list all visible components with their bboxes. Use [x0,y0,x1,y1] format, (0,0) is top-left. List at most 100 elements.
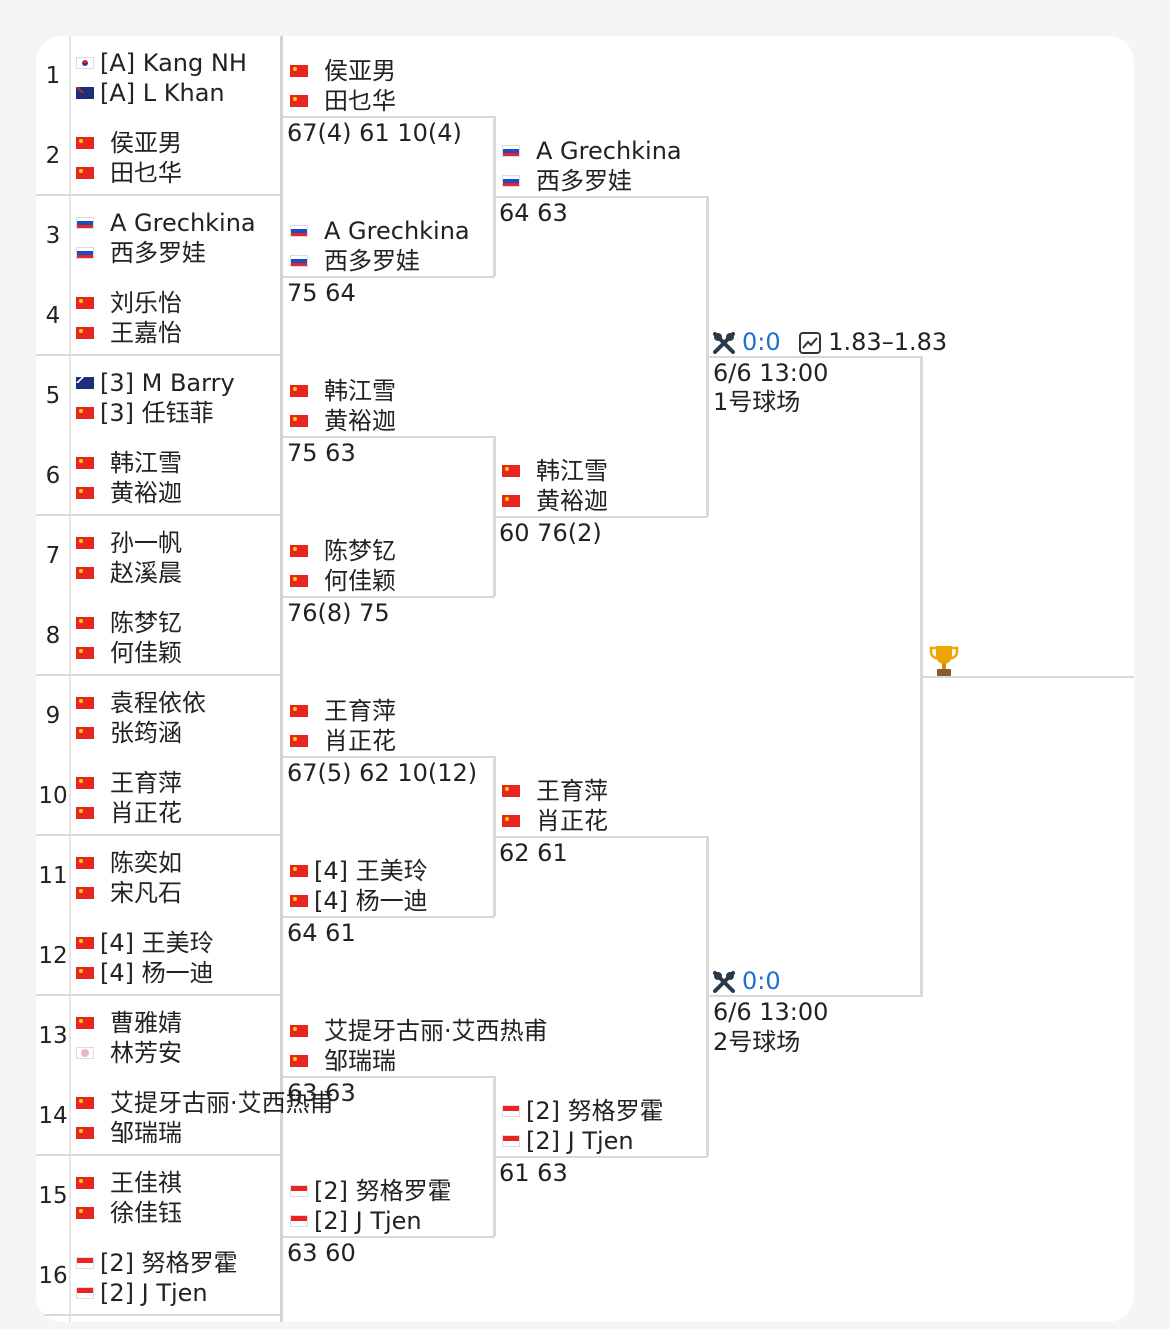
r2-slot-line [283,116,495,118]
flag-cn-icon [76,777,94,789]
player-row: 赵溪晨 [76,558,182,588]
seed-number: 15 [38,1183,68,1209]
r1-pair-divider [36,194,280,196]
player-row: 邹瑞瑞 [76,1118,182,1148]
sf2-time: 6/6 13:00 [713,998,829,1026]
player-name: 西多罗娃 [536,167,632,195]
player-row: [A] L Khan [76,78,225,108]
flag-ru-icon [76,217,94,229]
seed-number: 16 [38,1263,68,1289]
player-name: 邹瑞瑞 [324,1047,396,1075]
flag-cn-icon [76,1207,94,1219]
player-name: 曹雅婧 [110,1009,182,1037]
flag-id-icon [290,1185,308,1197]
player-row: [3] 任钰菲 [76,398,214,428]
flag-cn-icon [290,65,308,77]
player-row: [2] J Tjen [290,1206,422,1236]
player-name: 侯亚男 [324,57,396,85]
player-row: 何佳颖 [76,638,182,668]
player-row: A Grechkina [76,208,256,238]
player-row: [4] 杨一迪 [76,958,214,988]
r2-slot-line [283,596,495,598]
player-row: 侯亚男 [290,56,396,86]
flag-cn-icon [76,647,94,659]
player-row: A Grechkina [502,136,682,166]
r2-slot-line [283,916,495,918]
player-row: 西多罗娃 [502,166,632,196]
player-row: 王育萍 [502,776,608,806]
player-row: 田乜华 [76,158,182,188]
match-score: 61 63 [499,1159,568,1187]
r2-connector [493,116,496,276]
seed-number: 13 [38,1023,68,1049]
player-name: 王嘉怡 [110,319,182,347]
flag-cn-icon [76,857,94,869]
player-name: 王育萍 [324,697,396,725]
flag-nz-icon [76,377,94,389]
match-score: 67(5) 62 10(12) [287,759,478,787]
qf-slot-line [495,1156,708,1158]
flag-cn-icon [290,95,308,107]
sf1-time: 6/6 13:00 [713,359,829,387]
seed-number: 6 [45,463,61,489]
seed-number: 12 [38,943,68,969]
player-row: 韩江雪 [502,456,608,486]
player-row: 孙一帆 [76,528,182,558]
r1-pair-divider [36,994,280,996]
sf2-score: 0:0 [742,967,781,995]
player-name: 徐佳钰 [110,1199,182,1227]
seed-number: 2 [45,143,61,169]
flag-cn-icon [290,1025,308,1037]
player-name: [2] 努格罗霍 [100,1249,238,1277]
player-row: [4] 杨一迪 [290,886,428,916]
player-name: 韩江雪 [110,449,182,477]
seed-number: 14 [38,1103,68,1129]
match-score: 63 60 [287,1239,356,1267]
player-name: [4] 杨一迪 [314,887,428,915]
player-row: [4] 王美玲 [290,856,428,886]
player-name: 宋凡石 [110,879,182,907]
player-row: 邹瑞瑞 [290,1046,396,1076]
player-name: A Grechkina [110,209,256,237]
player-name: 陈奕如 [110,849,182,877]
player-row: [A] Kang NH [76,48,247,78]
crossed-rackets-icon [713,332,735,354]
player-row: 曹雅婧 [76,1008,182,1038]
player-name: 陈梦钇 [110,609,182,637]
player-row: [3] M Barry [76,368,235,398]
player-name: 西多罗娃 [324,247,420,275]
player-name: 孙一帆 [110,529,182,557]
seed-number: 1 [45,63,61,89]
flag-tw-icon [76,1047,94,1059]
flag-cn-icon [76,567,94,579]
player-name: 韩江雪 [324,377,396,405]
match-score: 67(4) 61 10(4) [287,119,462,147]
flag-cn-icon [76,727,94,739]
r2-connector [493,436,496,596]
flag-cn-icon [502,495,520,507]
qf-slot-line [495,836,708,838]
player-name: [A] L Khan [100,79,225,107]
flag-cn-icon [76,697,94,709]
match-score: 60 76(2) [499,519,602,547]
player-row: 宋凡石 [76,878,182,908]
r2-slot-line [283,436,495,438]
player-row: 艾提牙古丽·艾西热甫 [76,1088,334,1118]
match-score: 75 64 [287,279,356,307]
seed-number: 9 [45,703,61,729]
match-score: 63 63 [287,1079,356,1107]
player-name: [3] M Barry [100,369,235,397]
player-name: 张筠涵 [110,719,182,747]
player-row: 韩江雪 [290,376,396,406]
flag-id-icon [290,1215,308,1227]
sf1-score: 0:0 [742,328,781,356]
flag-cn-icon [76,137,94,149]
crossed-rackets-icon [713,971,735,993]
player-row: 西多罗娃 [290,246,420,276]
match-score: 64 63 [499,199,568,227]
player-name: 陈梦钇 [324,537,396,565]
sf1-header: 0:0 1.83–1.83 [712,327,947,357]
r2-slot-line [283,1236,495,1238]
qf-slot-line [495,196,708,198]
